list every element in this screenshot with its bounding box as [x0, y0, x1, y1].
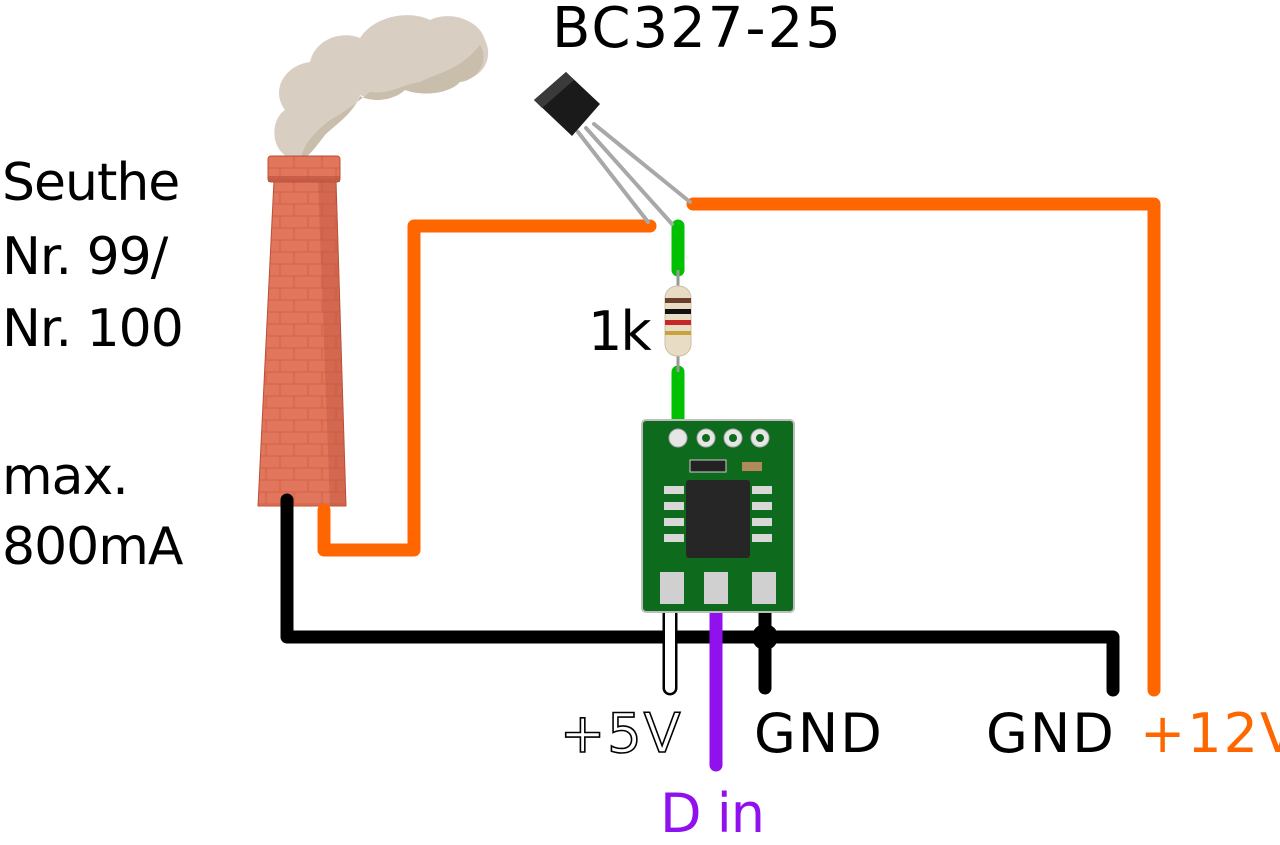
load-model-label-2: Nr. 100 — [2, 299, 184, 359]
resistor-icon — [664, 270, 692, 372]
transistor-label: BC327-25 — [552, 0, 843, 61]
gnd-junction — [752, 624, 778, 650]
terminal-12v-label: +12V — [1140, 702, 1280, 765]
controller-module — [641, 419, 795, 613]
transistor-icon — [534, 72, 692, 226]
terminal-din-label: D in — [660, 782, 765, 845]
terminal-gnd-module-label: GND — [754, 702, 884, 765]
terminal-gnd-supply-label: GND — [986, 702, 1116, 765]
smoke-cloud — [274, 15, 489, 161]
load-model-label-1: Nr. 99/ — [2, 227, 168, 287]
top-pads — [668, 428, 770, 448]
terminal-5v-label: +5V — [559, 701, 683, 766]
wire-12v-supply — [686, 197, 1161, 697]
resistor-value-label: 1k — [588, 300, 652, 363]
max-current-label: max. — [2, 447, 129, 507]
chimney-icon — [257, 155, 347, 507]
wire-12v-load — [317, 219, 657, 557]
load-name-label: Seuthe — [2, 153, 180, 213]
max-current-value: 800mA — [2, 517, 183, 577]
